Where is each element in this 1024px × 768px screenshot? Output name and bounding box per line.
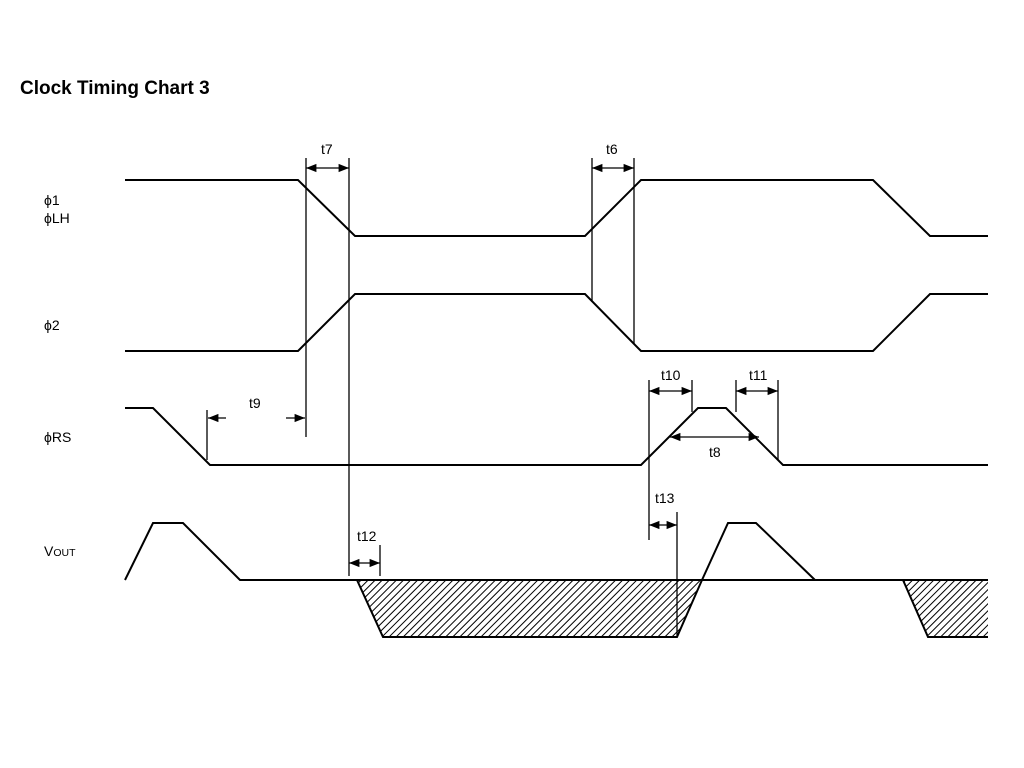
signal-label-vout-main: V [44,543,54,559]
waveform-vout-tail [902,579,988,638]
vout-hatched-region-1 [357,580,702,637]
timing-label-t6: t6 [606,141,618,157]
page-title: Clock Timing Chart 3 [20,78,210,99]
timing-label-t8: t8 [709,444,721,460]
waveform-phi2 [125,293,988,352]
signal-label-philh: ϕLH [44,210,70,226]
timing-label-t10: t10 [661,367,681,383]
timing-label-t7: t7 [321,141,333,157]
signal-label-vout: VOUT [44,543,76,559]
vout-hatched-region-2 [903,580,988,637]
waveform-vout-lower [356,522,816,638]
timing-label-t11: t11 [749,367,768,383]
signal-label-phi1: ϕ1 [44,192,60,208]
signal-label-vout-sub: OUT [53,547,76,559]
timing-label-t13: t13 [655,490,675,506]
waveform-phi1 [125,179,988,237]
timing-label-t9: t9 [249,395,261,411]
timing-label-t12: t12 [357,528,377,544]
signal-label-phirs: ϕRS [44,429,71,445]
waveform-phirs [125,407,988,466]
signal-label-phi2: ϕ2 [44,317,60,333]
waveform-vout-upper [124,522,988,581]
